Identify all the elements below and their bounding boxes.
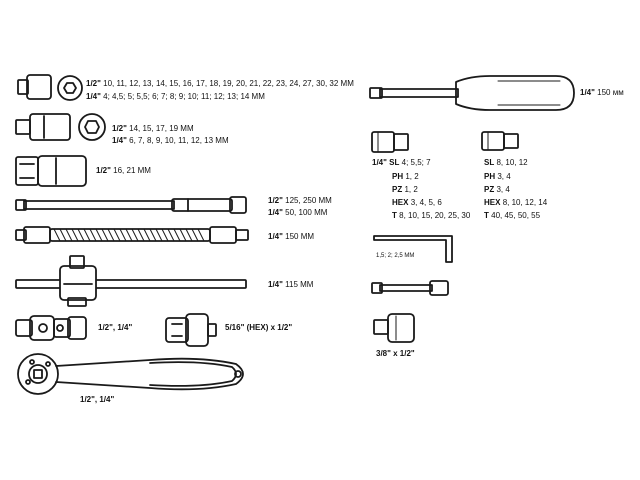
flexible-extension [16,227,248,243]
adapter-38 [374,314,414,342]
label-bit-sl-right: SL 8, 10, 12 [484,158,528,167]
label-bit-t-right: T 40, 45, 50, 55 [484,211,541,220]
hex-adapter [166,314,216,346]
label-screwdriver: 1/4" 150 мм [580,88,624,97]
label-sockets-long-quarter: 1/4" 4; 4,5; 5; 5,5; 6; 7; 8; 9; 10; 11;… [86,92,265,101]
ratchet [18,354,243,394]
bit-left [372,132,408,152]
label-flex-extension: 1/4" 150 MM [268,232,315,241]
extension-bar [16,197,246,213]
label-ujoint: 1/2", 1/4" [98,323,133,332]
label-sockets-long: 1/2" 10, 11, 12, 13, 14, 15, 16, 17, 18,… [86,79,354,88]
label-t-handle: 1/4" 115 MM [268,280,314,289]
deep-socket-end-view [79,114,105,140]
socket-end-view [58,76,82,100]
screwdriver-handle [370,76,574,110]
label-bit-pz-left: PZ 1, 2 [392,185,418,194]
label-sockets-deep-quarter: 1/4" 6, 7, 8, 9, 10, 11, 12, 13 MM [112,136,229,145]
spark-plug-socket [16,156,86,186]
hex-key [374,236,452,262]
bit-holder [372,281,448,295]
label-adapter-hex: 5/16" (HEX) x 1/2" [225,323,293,332]
t-handle [16,256,246,306]
label-bit-t-left: T 8, 10, 15, 20, 25, 30 [392,211,471,220]
label-sockets-deep: 1/2" 14, 15, 17, 19 MM [112,124,194,133]
universal-joint [16,316,86,340]
label-bit-sl-left: 1/4" SL 4; 5,5; 7 [372,158,431,167]
bit-right [482,132,518,150]
label-bit-ph-left: PH 1, 2 [392,172,419,181]
deep-socket [16,114,70,140]
label-extension-1: 1/2" 125, 250 MM [268,196,332,205]
label-adapter-38: 3/8" x 1/2" [376,349,415,358]
short-socket [18,75,51,99]
label-bit-pz-right: PZ 3, 4 [484,185,510,194]
label-bit-hex-right: HEX 8, 10, 12, 14 [484,198,548,207]
label-ratchet: 1/2", 1/4" [80,395,115,404]
label-hex-keys: 1,5; 2; 2,5 MM [376,253,415,259]
label-extension-2: 1/4" 50, 100 MM [268,208,328,217]
label-bit-hex-left: HEX 3, 4, 5, 6 [392,198,442,207]
label-spark-plug: 1/2" 16, 21 MM [96,166,151,175]
label-bit-ph-right: PH 3, 4 [484,172,511,181]
